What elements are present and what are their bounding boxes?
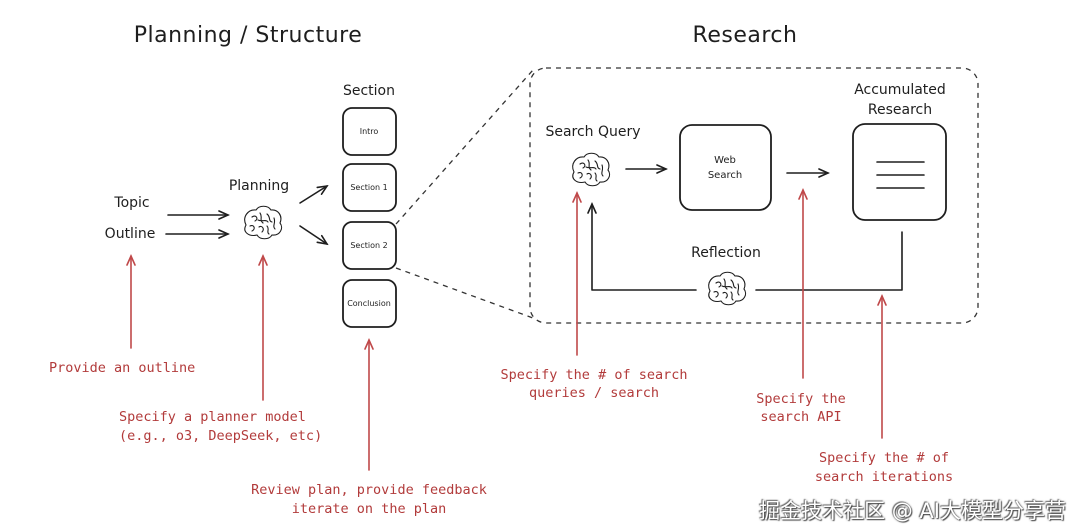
planner-brain-icon <box>244 205 283 240</box>
document-lines-icon <box>876 161 925 189</box>
section-label: Conclusion <box>347 299 391 308</box>
zoom-connector-bottom <box>395 267 534 319</box>
section-box-conclusion: Conclusion <box>342 279 397 328</box>
review-annotation-line2: iterate on the plan <box>292 501 446 517</box>
iterations-annotation-line1: Specify the # of <box>819 450 949 466</box>
section-box-section-1: Section 1 <box>342 163 397 212</box>
research-container <box>529 67 979 324</box>
section-label: Section 1 <box>350 183 387 192</box>
queries-annotation-line2: queries / search <box>529 385 659 401</box>
outline-annotation: Provide an outline <box>49 360 195 376</box>
section-label: Section 2 <box>350 241 387 250</box>
planner-arrow-up <box>299 184 329 204</box>
iterations-annotation-line2: search iterations <box>815 469 953 485</box>
search-query-label: Search Query <box>545 124 640 140</box>
section-heading: Section <box>343 83 395 99</box>
outline-label: Outline <box>105 226 156 242</box>
reflection-brain-icon <box>708 271 747 306</box>
api-annotation-line1: Specify the <box>756 391 845 407</box>
section-label: Intro <box>360 127 379 136</box>
planner-annotation-line1: Specify a planner model <box>119 409 306 425</box>
section-box-section-2: Section 2 <box>342 221 397 270</box>
planner-arrow-down <box>299 225 329 246</box>
topic-label: Topic <box>113 195 149 211</box>
accumulated-label-line2: Research <box>868 102 932 118</box>
reflection-loop-left <box>587 202 697 291</box>
watermark: 掘金技术社区 @ AI大模型分享营 <box>759 499 1066 523</box>
accumulated-label-line1: Accumulated <box>854 82 946 98</box>
search-query-brain-icon <box>572 152 611 187</box>
queries-annotation-line1: Specify the # of search <box>501 367 688 383</box>
web-search-label-line2: Search <box>708 170 742 181</box>
planning-structure-heading: Planning / Structure <box>134 23 363 48</box>
planning-label: Planning <box>229 178 289 194</box>
review-annotation-line1: Review plan, provide feedback <box>251 482 487 498</box>
research-heading: Research <box>693 23 798 48</box>
web-search-box: Web Search <box>679 124 772 211</box>
planner-annotation-line2: (e.g., o3, DeepSeek, etc) <box>119 428 322 444</box>
accumulated-research-box <box>852 123 947 221</box>
web-search-label-line1: Web <box>714 155 736 166</box>
zoom-connector-top <box>395 69 534 225</box>
reflection-label: Reflection <box>691 245 761 261</box>
reflection-loop-right <box>755 231 903 291</box>
api-annotation-line2: search API <box>760 409 841 425</box>
section-box-intro: Intro <box>342 107 397 156</box>
